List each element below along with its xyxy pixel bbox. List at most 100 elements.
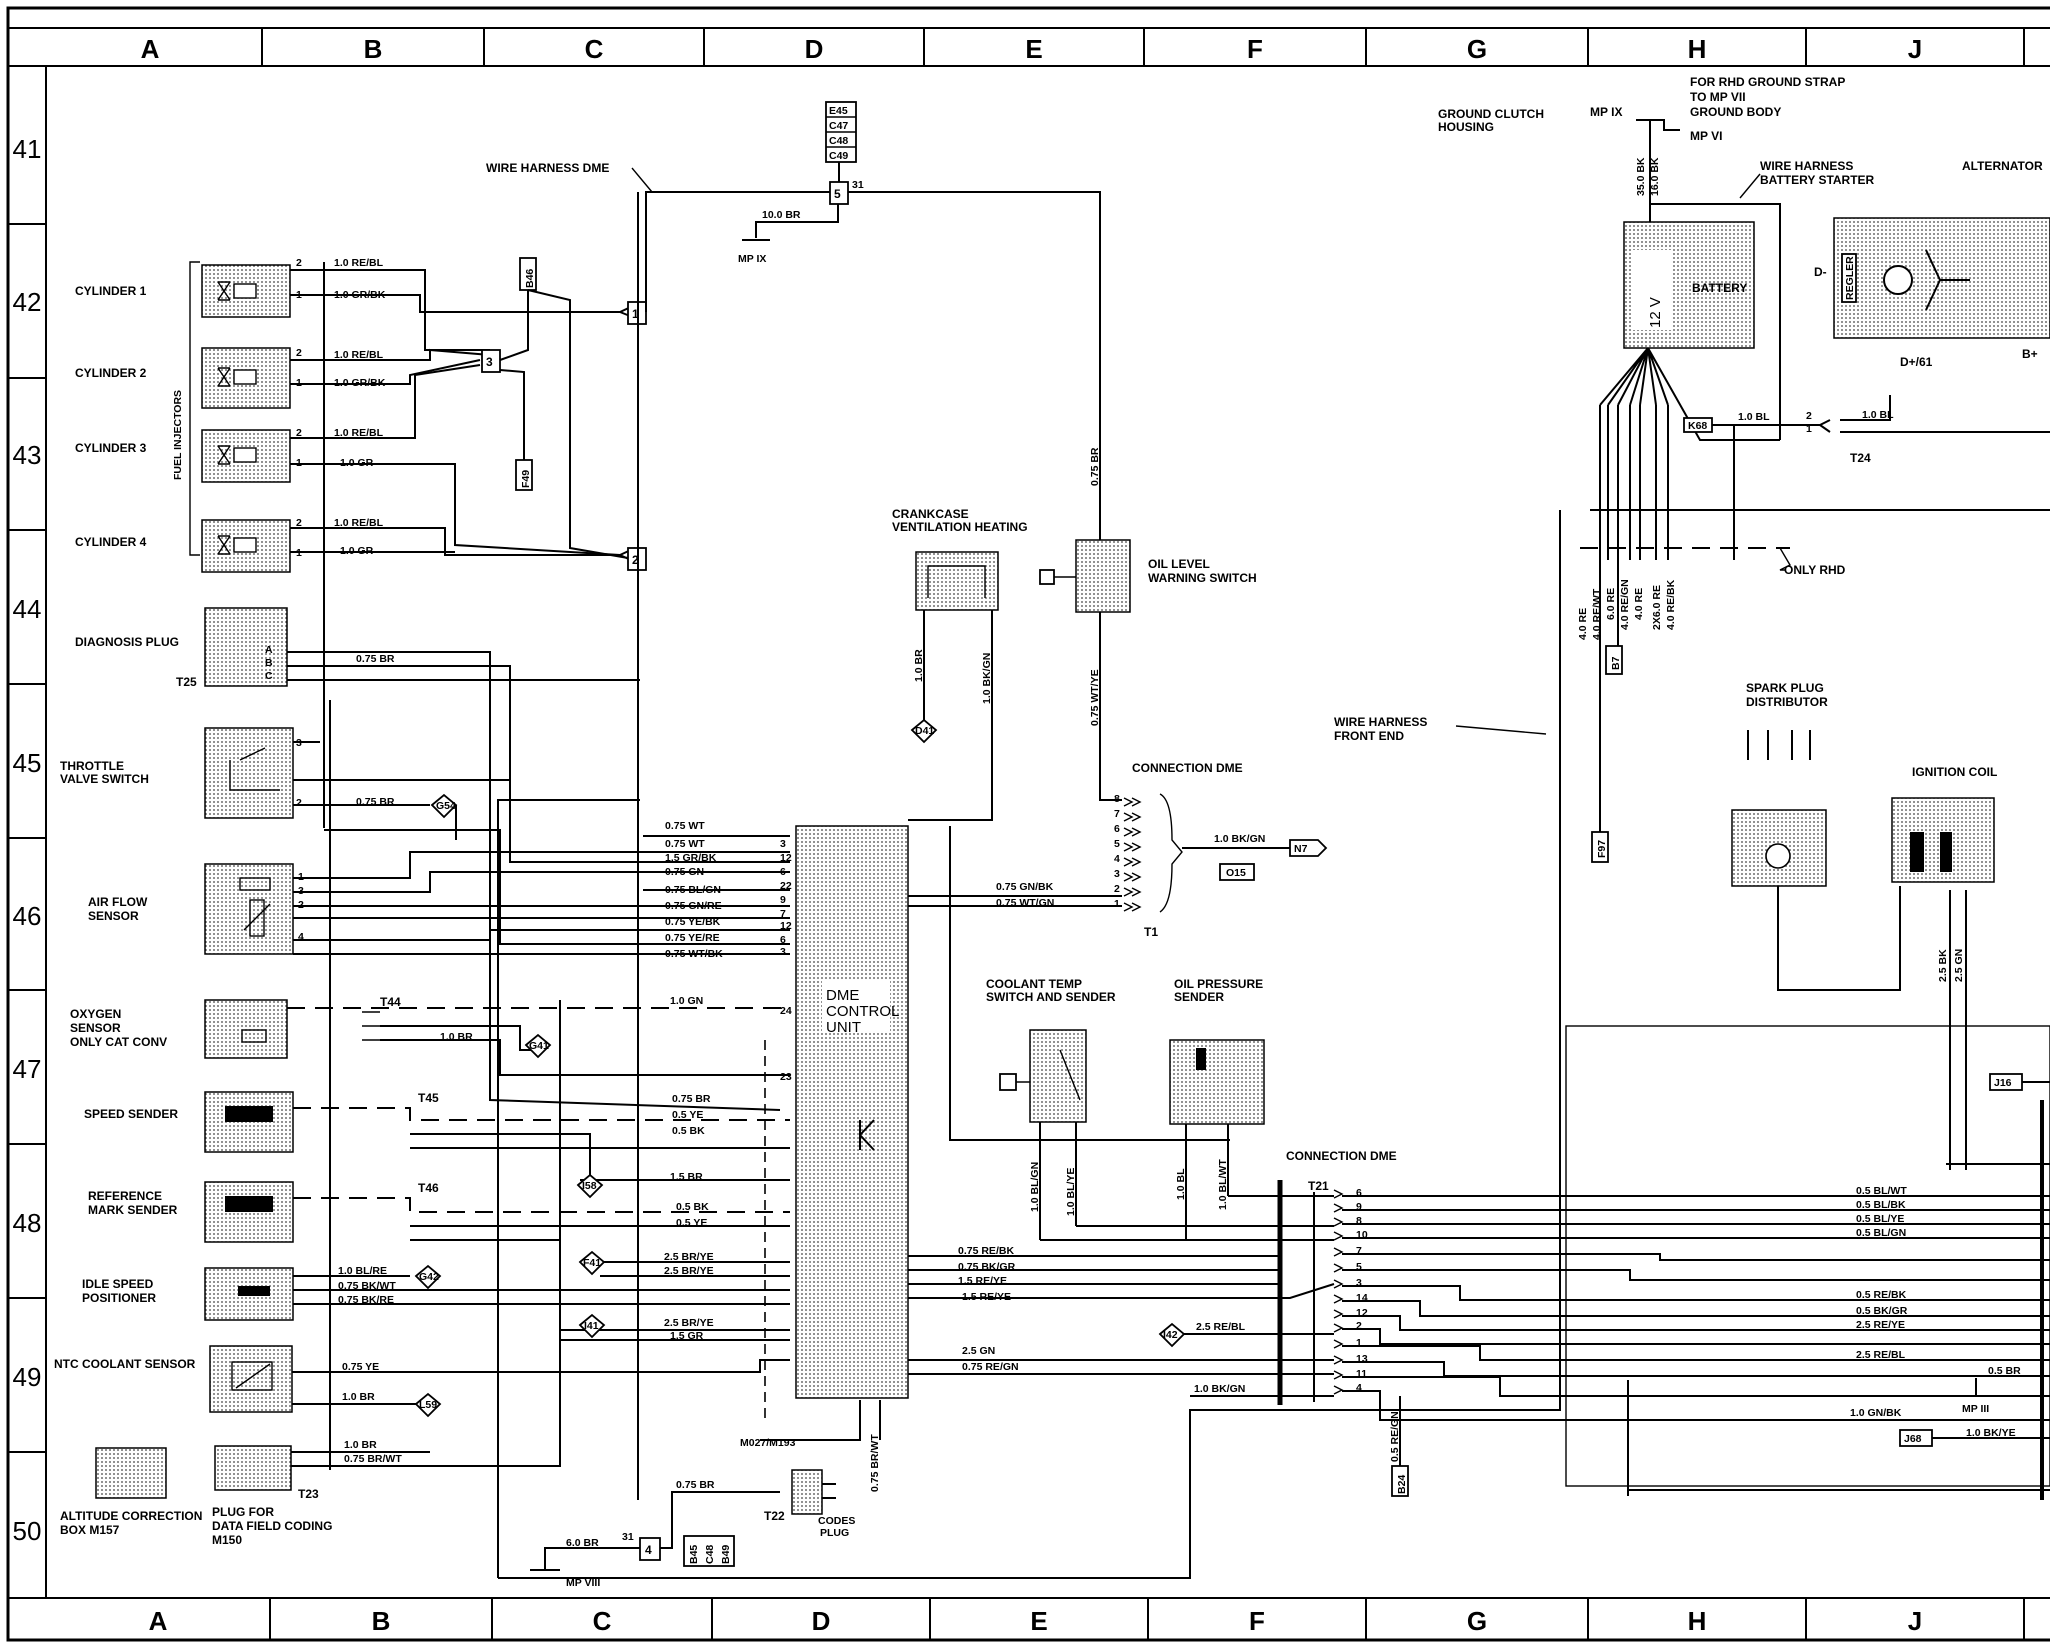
- row-41: 41: [13, 134, 42, 164]
- wh-front-label-2: FRONT END: [1334, 729, 1404, 743]
- ref-i58-diamond: [576, 1173, 604, 1199]
- ref-f41-diamond: [578, 1250, 606, 1276]
- wire-r5: 2.5 GN: [962, 1345, 995, 1357]
- wire-r4: 1.5 RE/YE: [962, 1291, 1011, 1303]
- col-a: A: [141, 34, 160, 64]
- spark-label-1: SPARK PLUG: [1746, 681, 1824, 695]
- ref-c48b: C48: [704, 1545, 716, 1564]
- svg-text:5: 5: [1114, 838, 1120, 850]
- col-b: B: [364, 34, 383, 64]
- svg-text:6: 6: [1356, 1187, 1362, 1199]
- dme-label-1: DME: [826, 987, 859, 1004]
- ref-b24-box: [1391, 1465, 1409, 1497]
- col-g-bottom: G: [1467, 1606, 1487, 1636]
- wire-c1a: 1.0 RE/BL: [334, 257, 384, 269]
- svg-text:3: 3: [780, 946, 786, 958]
- wire-ntc2: 1.0 BR: [342, 1391, 375, 1403]
- svg-text:7: 7: [1356, 1245, 1362, 1257]
- wire-d7: 0.75 YE/BK: [665, 916, 721, 928]
- row-46: 46: [13, 901, 42, 931]
- battery-voltage: 12 V: [1647, 297, 1664, 328]
- wire-rf1: 1.5 BR: [670, 1171, 703, 1183]
- svg-text:0.5 BL/YE: 0.5 BL/YE: [1856, 1213, 1904, 1225]
- wire-d3: 1.5 GR/BK: [665, 852, 717, 864]
- ignition-coil-label: IGNITION COIL: [1912, 765, 1997, 779]
- oil-level-ground: [1039, 569, 1055, 585]
- wh-battery-label-1: WIRE HARNESS: [1760, 159, 1853, 173]
- wire-ig2: 2.5 GN: [1953, 949, 1965, 982]
- wire-sp3: 0.5 BK: [672, 1125, 705, 1137]
- svg-text:3: 3: [1356, 1277, 1362, 1289]
- svg-text:4: 4: [298, 931, 304, 943]
- t21-out-wires: [1342, 1195, 2050, 1421]
- wire-ox1: 1.0 GN: [670, 995, 703, 1007]
- svg-text:12: 12: [780, 852, 792, 864]
- ref-o15-box: [1219, 863, 1255, 881]
- dme-input-wires: [293, 829, 790, 955]
- airflow-sensor: [204, 863, 294, 955]
- svg-text:4: 4: [1114, 853, 1120, 865]
- dme-control-unit: [795, 825, 909, 1399]
- right-wire-labels: 0.5 BL/WT 0.5 BL/BK 0.5 BL/YE 0.5 BL/GN …: [1850, 1185, 2021, 1439]
- ref-n7-tag: [1289, 839, 1328, 857]
- col-h: H: [1688, 34, 1707, 64]
- svg-text:3: 3: [780, 838, 786, 850]
- wire-ig1: 2.5 BK: [1937, 949, 1949, 982]
- wire-c3a: 1.0 RE/BL: [334, 427, 384, 439]
- col-c: C: [585, 34, 604, 64]
- wire-c2a: 1.0 RE/BL: [334, 349, 384, 361]
- wire-t1b: 0.75 WT/GN: [996, 897, 1054, 909]
- wire-ntc: 0.75 YE: [342, 1361, 379, 1373]
- ntc-label: NTC COOLANT SENSOR: [54, 1357, 196, 1371]
- col-c-bottom: C: [593, 1606, 612, 1636]
- svg-text:4.0 RE: 4.0 RE: [1577, 608, 1589, 640]
- svg-text:24: 24: [780, 1005, 792, 1017]
- oil-pressure-label-2: SENDER: [1174, 990, 1224, 1004]
- svg-text:2: 2: [296, 517, 302, 529]
- t1-pins: 8 7 6 5 4 3 2 1: [1114, 793, 1142, 912]
- svg-text:2: 2: [296, 427, 302, 439]
- wire-pl2: 0.75 BR/WT: [344, 1453, 402, 1465]
- svg-text:31: 31: [622, 1531, 634, 1543]
- t1-label: T1: [1144, 925, 1158, 939]
- svg-text:B: B: [265, 657, 273, 669]
- cylinder4-label: CYLINDER 4: [75, 535, 147, 549]
- regler-box: [1841, 253, 1857, 303]
- svg-text:C: C: [265, 670, 273, 682]
- svg-text:0.5 RE/BK: 0.5 RE/BK: [1856, 1289, 1907, 1301]
- wire-harness-dme-label: WIRE HARNESS DME: [486, 161, 609, 175]
- ref-e45: E45: [829, 105, 848, 117]
- wire-id5: 2.5 BR/YE: [664, 1265, 714, 1277]
- rhd-label-2: TO MP VII: [1690, 90, 1746, 104]
- mp-iii: MP III: [1962, 1403, 1989, 1415]
- coolant-temp-switch: [1029, 1029, 1087, 1123]
- bottom-return: [498, 1409, 1290, 1579]
- codes-plug-label-2: PLUG: [820, 1527, 849, 1539]
- splice-2-num: 2: [632, 553, 639, 567]
- svg-text:2: 2: [1806, 410, 1812, 422]
- svg-text:11: 11: [1356, 1368, 1367, 1380]
- svg-text:1: 1: [296, 377, 302, 389]
- col-j: J: [1908, 34, 1922, 64]
- ref-b49: B49: [720, 1545, 732, 1564]
- ref-n7: N7: [1294, 843, 1308, 855]
- row-44: 44: [13, 594, 42, 624]
- ref-b24: B24: [1396, 1475, 1408, 1494]
- svg-text:4.0 RE/BK: 4.0 RE/BK: [1665, 579, 1677, 630]
- wire-c4b: 1.0 GR: [340, 545, 374, 557]
- wire-d5: 0.75 BL/GN: [665, 884, 721, 896]
- svg-text:7: 7: [1114, 808, 1120, 820]
- dme-label-3: UNIT: [826, 1019, 861, 1036]
- ref-g42-diamond: [414, 1264, 442, 1290]
- oil-level-switch: [1075, 539, 1131, 613]
- col-b-bottom: B: [372, 1606, 391, 1636]
- svg-text:3: 3: [1114, 868, 1120, 880]
- svg-text:9: 9: [1356, 1201, 1362, 1213]
- ref-b45: B45: [688, 1545, 700, 1564]
- injectors: [201, 264, 291, 573]
- splice-1-num: 1: [632, 307, 639, 321]
- oxygen-label-2: SENSOR: [70, 1021, 121, 1035]
- injector-labels: CYLINDER 1 CYLINDER 2 CYLINDER 3 CYLINDE…: [75, 284, 184, 549]
- dme-right-wires: [908, 1255, 1335, 1299]
